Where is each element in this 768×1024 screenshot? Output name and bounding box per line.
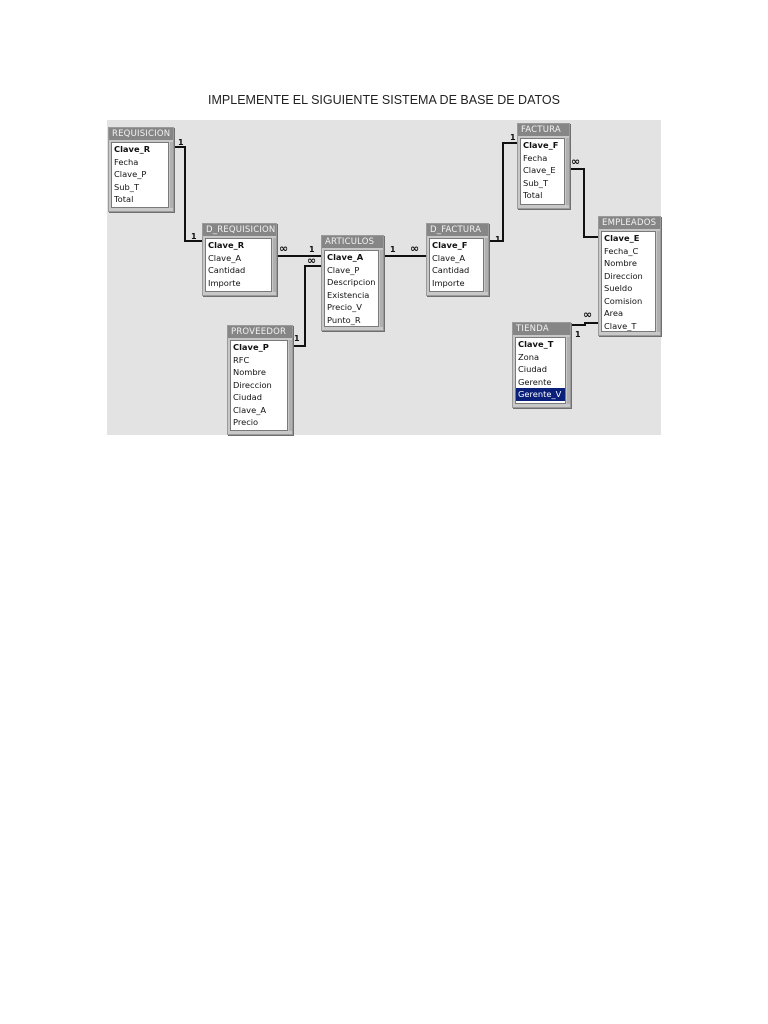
field[interactable]: Area <box>604 308 624 318</box>
field[interactable]: Cantidad <box>432 265 470 275</box>
field-selected[interactable]: Gerente_V <box>516 388 565 401</box>
field[interactable]: Comision <box>604 295 643 306</box>
table-title[interactable]: PROVEEDOR <box>228 326 292 338</box>
scrollbar[interactable] <box>567 337 570 404</box>
card-tienda-one: 1 <box>575 330 581 339</box>
card-articulos-one-left: 1 <box>309 245 315 254</box>
field[interactable]: Total <box>114 194 134 204</box>
field[interactable]: Clave_P <box>114 169 147 179</box>
table-articulos[interactable]: ARTICULOS Clave_A Clave_P Descripcion Ex… <box>321 235 384 331</box>
field-primary-key[interactable]: Clave_E <box>604 233 640 243</box>
card-dfactura-one: 1 <box>495 235 501 244</box>
rel-tienda-empleados <box>570 322 598 326</box>
field[interactable]: Clave_A <box>233 404 267 415</box>
relationship-lines <box>174 142 598 347</box>
field[interactable]: Fecha <box>523 152 548 163</box>
field[interactable]: Clave_T <box>604 320 637 331</box>
field[interactable]: Fecha <box>114 156 139 167</box>
field-list: Clave_R Clave_A Cantidad Importe <box>205 238 272 292</box>
table-d-requisicion[interactable]: D_REQUISICION Clave_R Clave_A Cantidad I… <box>202 223 277 296</box>
scrollbar[interactable] <box>657 231 660 332</box>
field[interactable]: Clave_A <box>432 252 466 263</box>
scrollbar[interactable] <box>273 238 276 292</box>
field[interactable]: Zona <box>518 351 540 362</box>
field[interactable]: Nombre <box>233 367 266 377</box>
field[interactable]: Importe <box>432 277 465 288</box>
field[interactable]: Ciudad <box>233 392 262 402</box>
field[interactable]: Punto_R <box>327 314 361 325</box>
field[interactable]: Descripcion <box>327 277 376 287</box>
field[interactable]: Precio <box>233 417 259 427</box>
field-list: Clave_P RFC Nombre Direccion Ciudad Clav… <box>230 340 288 431</box>
table-title[interactable]: FACTURA <box>518 124 569 136</box>
field-list: Clave_F Clave_A Cantidad Importe <box>429 238 484 292</box>
table-title[interactable]: EMPLEADOS <box>599 217 660 229</box>
field-primary-key[interactable]: Clave_F <box>432 240 468 250</box>
card-empleados-many: ∞ <box>583 308 593 321</box>
scrollbar[interactable] <box>566 138 569 205</box>
card-factura-many: ∞ <box>571 155 581 168</box>
card-drequisicion-one: 1 <box>191 232 197 241</box>
field[interactable]: Clave_E <box>523 165 556 175</box>
table-d-factura[interactable]: D_FACTURA Clave_F Clave_A Cantidad Impor… <box>426 223 489 296</box>
card-factura-one: 1 <box>510 133 516 142</box>
relationships-canvas: 1 1 ∞ 1 ∞ 1 ∞ 1 1 ∞ 1 1 ∞ REQUISICION Cl… <box>107 120 661 435</box>
table-title[interactable]: D_REQUISICION <box>203 224 276 236</box>
card-drequisicion-many: ∞ <box>279 242 289 255</box>
rel-requisicion-drequisicion <box>174 146 202 242</box>
card-articulos-one-right: 1 <box>390 245 396 254</box>
rel-factura-empleados <box>569 168 598 238</box>
field[interactable]: Direccion <box>604 270 643 281</box>
table-title[interactable]: D_FACTURA <box>427 224 488 236</box>
field[interactable]: Ciudad <box>518 364 547 374</box>
field-primary-key[interactable]: Clave_T <box>518 339 554 349</box>
table-empleados[interactable]: EMPLEADOS Clave_E Fecha_C Nombre Direcci… <box>598 216 661 336</box>
field[interactable]: Existencia <box>327 289 370 300</box>
field-list: Clave_E Fecha_C Nombre Direccion Sueldo … <box>601 231 656 332</box>
field[interactable]: Cantidad <box>208 265 246 275</box>
card-requisicion-one: 1 <box>178 138 184 147</box>
table-title[interactable]: ARTICULOS <box>322 236 383 248</box>
table-title[interactable]: REQUISICION <box>109 128 173 140</box>
field-list: Clave_R Fecha Clave_P Sub_T Total <box>111 142 169 208</box>
table-requisicion[interactable]: REQUISICION Clave_R Fecha Clave_P Sub_T … <box>108 127 174 212</box>
scrollbar[interactable] <box>289 340 292 431</box>
field[interactable]: Gerente <box>518 376 552 387</box>
field[interactable]: Clave_A <box>208 252 242 263</box>
field-list: Clave_T Zona Ciudad Gerente Gerente_V <box>515 337 566 404</box>
field-primary-key[interactable]: Clave_R <box>114 144 151 154</box>
rel-dfactura-factura <box>488 142 517 242</box>
field[interactable]: Direccion <box>233 379 272 390</box>
field-primary-key[interactable]: Clave_F <box>523 140 559 150</box>
rel-proveedor-articulos <box>292 265 321 347</box>
scrollbar[interactable] <box>485 238 488 292</box>
field-primary-key[interactable]: Clave_A <box>327 252 364 262</box>
field[interactable]: Sub_T <box>114 181 140 192</box>
scrollbar[interactable] <box>170 142 173 208</box>
page-title: IMPLEMENTE EL SIGUIENTE SISTEMA DE BASE … <box>208 93 560 107</box>
field[interactable]: RFC <box>233 354 250 365</box>
field-list: Clave_A Clave_P Descripcion Existencia P… <box>324 250 379 327</box>
field[interactable]: Sueldo <box>604 283 633 293</box>
table-title[interactable]: TIENDA <box>513 323 570 335</box>
table-proveedor[interactable]: PROVEEDOR Clave_P RFC Nombre Direccion C… <box>227 325 293 435</box>
field[interactable]: Clave_P <box>327 264 360 275</box>
card-proveedor-one: 1 <box>294 334 300 343</box>
field[interactable]: Total <box>523 190 543 200</box>
field[interactable]: Importe <box>208 277 241 288</box>
table-factura[interactable]: FACTURA Clave_F Fecha Clave_E Sub_T Tota… <box>517 123 570 209</box>
field-list: Clave_F Fecha Clave_E Sub_T Total <box>520 138 565 205</box>
card-dfactura-many: ∞ <box>410 242 420 255</box>
field[interactable]: Nombre <box>604 258 637 268</box>
field-primary-key[interactable]: Clave_R <box>208 240 245 250</box>
field[interactable]: Fecha_C <box>604 245 639 256</box>
field[interactable]: Precio_V <box>327 302 362 312</box>
field-primary-key[interactable]: Clave_P <box>233 342 269 352</box>
table-tienda[interactable]: TIENDA Clave_T Zona Ciudad Gerente Geren… <box>512 322 571 408</box>
scrollbar[interactable] <box>380 250 383 327</box>
field[interactable]: Sub_T <box>523 177 549 188</box>
card-articulos-many: ∞ <box>307 254 317 267</box>
